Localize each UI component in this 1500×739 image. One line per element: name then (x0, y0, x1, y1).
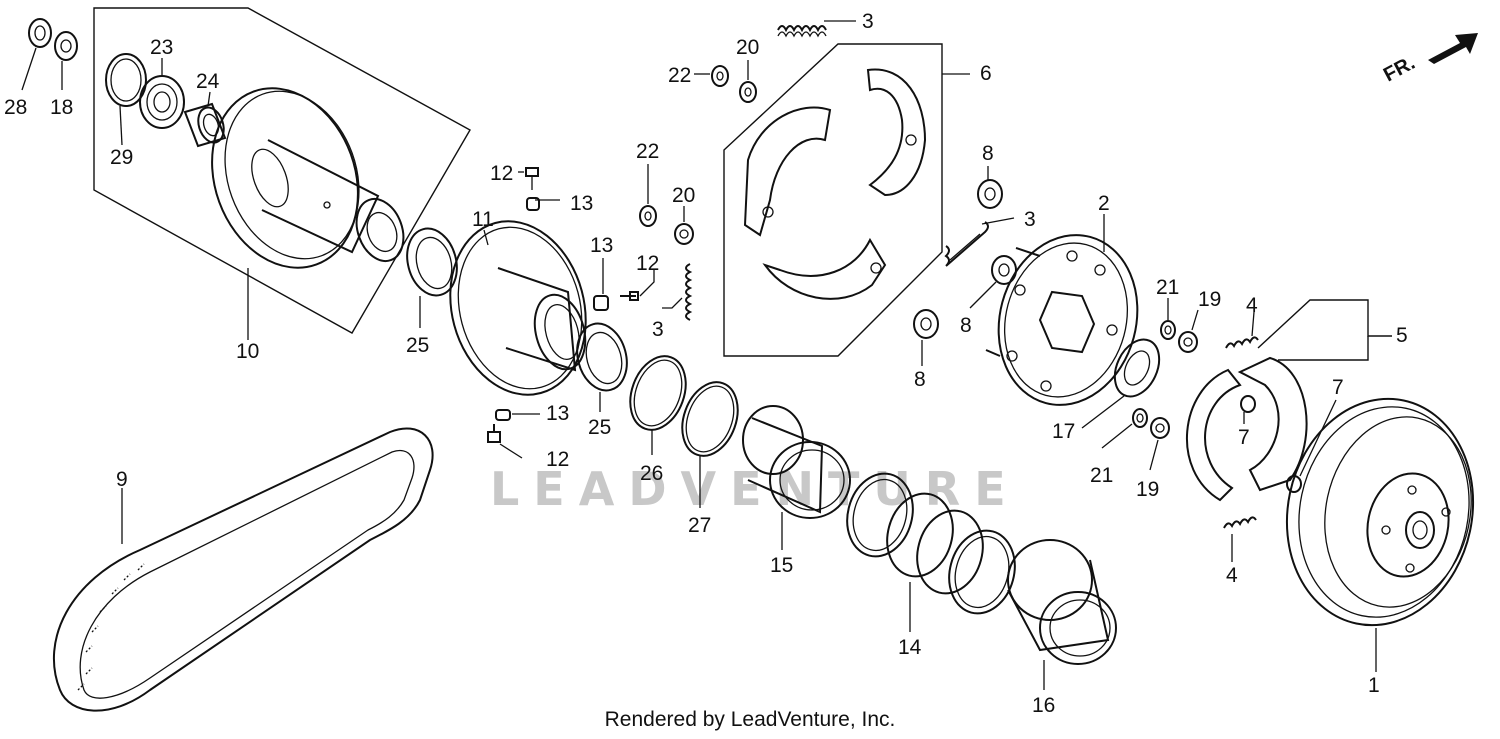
watermark-text: LEADVENTURE (490, 462, 1020, 516)
part-28-nut (28, 18, 52, 48)
footer-credit: Rendered by LeadVenture, Inc. (604, 708, 896, 731)
callout-12a: 12 (490, 162, 513, 185)
part-12-pin-lower (487, 424, 501, 443)
part-5-brake-shoe-set (1186, 356, 1308, 502)
callout-16: 16 (1032, 694, 1055, 717)
callout-19b: 19 (1136, 478, 1159, 501)
part-13-roller-lower (495, 409, 511, 421)
shoe-set-leader (1257, 299, 1392, 349)
part-23-bearing (139, 75, 185, 129)
part-26-o-ring (629, 355, 687, 431)
callout-19a: 19 (1198, 288, 1221, 311)
callout-4a: 4 (1246, 294, 1258, 317)
part-6-clutch-shoe-upper-left (743, 106, 832, 237)
callout-2: 2 (1098, 192, 1110, 215)
callout-8b: 8 (960, 314, 972, 337)
part-27-o-ring (681, 381, 739, 457)
callout-26: 26 (640, 462, 663, 485)
callout-15: 15 (770, 554, 793, 577)
part-12-pin-mid (620, 291, 639, 301)
part-18-washer (54, 31, 78, 61)
part-20-washer-mid (674, 223, 694, 245)
part-24-needle-bearing (183, 102, 227, 148)
part-10-driven-pulley (211, 87, 405, 269)
part-16-spring-seat (1007, 539, 1117, 665)
callout-12b: 12 (636, 252, 659, 275)
callout-4b: 4 (1226, 564, 1238, 587)
part-6-clutch-shoe-upper-right (866, 68, 927, 197)
callout-7b: 7 (1238, 426, 1250, 449)
part-21-nut-lower (1132, 408, 1148, 428)
callout-21a: 21 (1156, 276, 1179, 299)
part-2-drive-plate (985, 234, 1139, 406)
callout-12c: 12 (546, 448, 569, 471)
callout-25b: 25 (588, 416, 611, 439)
callout-22a: 22 (668, 64, 691, 87)
callout-28: 28 (4, 96, 27, 119)
part-11-movable-sheave (449, 220, 587, 396)
part-13-roller-upper (526, 197, 540, 211)
callout-22b: 22 (636, 140, 659, 163)
part-12-pin-upper (525, 167, 539, 190)
callout-8c: 8 (914, 368, 926, 391)
callout-27: 27 (688, 514, 711, 537)
part-22-nut-mid (639, 205, 657, 227)
part-19-washer-lower (1150, 417, 1170, 439)
part-3-shoe-spring-mid (944, 221, 989, 267)
callout-21b: 21 (1090, 464, 1113, 487)
part-15-seal-collar (742, 405, 851, 519)
part-8-bushing-low (913, 309, 939, 339)
part-19-washer-upper (1178, 331, 1198, 353)
part-25-oil-seal-upper (406, 227, 458, 297)
callout-23: 23 (150, 36, 173, 59)
front-direction-arrow: FR. (1380, 33, 1478, 86)
direction-label: FR. (1380, 52, 1419, 87)
part-3-shoe-spring-lower (685, 263, 693, 321)
callout-11: 11 (472, 208, 494, 231)
callout-3b: 3 (1024, 208, 1036, 231)
part-1-clutch-outer (1285, 397, 1475, 627)
callout-18: 18 (50, 96, 73, 119)
part-7-pin-upper (1240, 395, 1256, 413)
callout-9: 9 (116, 468, 128, 491)
callout-1: 1 (1368, 674, 1380, 697)
part-17-side-plate (1113, 338, 1161, 398)
part-22-nut-top (711, 65, 729, 87)
callout-13a: 13 (570, 192, 593, 215)
part-9-drive-belt (52, 427, 434, 712)
part-8-bushing-top (977, 179, 1003, 209)
callout-29: 29 (110, 146, 133, 169)
part-29-snap-ring (105, 53, 147, 107)
part-14-driven-face-spring (846, 472, 1016, 615)
callout-24: 24 (196, 70, 220, 93)
part-20-washer-top (739, 81, 757, 103)
front-arrow-icon (1428, 33, 1478, 64)
callout-25a: 25 (406, 334, 429, 357)
callout-5: 5 (1396, 324, 1408, 347)
part-8-bushing-mid (991, 255, 1017, 285)
driven-pulley-assy-frame (93, 7, 471, 334)
callout-7a: 7 (1332, 376, 1344, 399)
part-3-shoe-spring-top (777, 25, 827, 38)
callout-8a: 8 (982, 142, 994, 165)
callout-3c: 3 (652, 318, 664, 341)
callout-10: 10 (236, 340, 259, 363)
part-4-spring-upper (1225, 336, 1259, 349)
part-21-nut-upper (1160, 320, 1176, 340)
callout-6: 6 (980, 62, 992, 85)
callout-14: 14 (898, 636, 922, 659)
callout-17: 17 (1052, 420, 1075, 443)
part-13-roller-mid (593, 295, 609, 311)
callout-3a: 3 (862, 10, 874, 33)
part-4-spring-lower (1223, 516, 1257, 529)
part-6-clutch-shoe-lower (762, 237, 887, 300)
callout-13c: 13 (546, 402, 569, 425)
clutch-shoe-set-frame (723, 43, 943, 357)
callout-20b: 20 (672, 184, 695, 207)
callout-20a: 20 (736, 36, 759, 59)
callout-13b: 13 (590, 234, 613, 257)
